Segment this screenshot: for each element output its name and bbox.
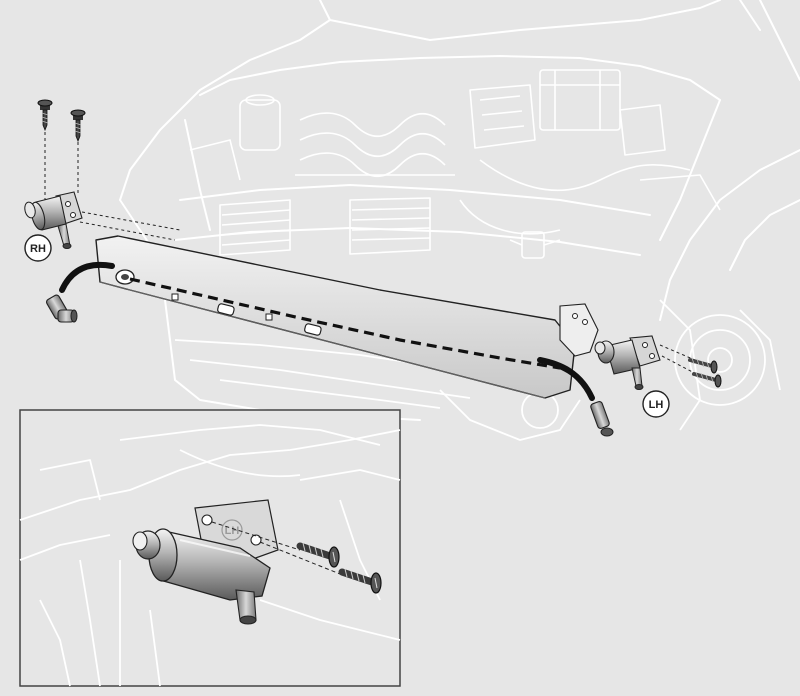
inset-lh-marking: LH bbox=[225, 525, 240, 537]
washer-jet-icon bbox=[132, 528, 271, 625]
screw-guide-lines bbox=[211, 521, 341, 575]
callout-rh-label: RH bbox=[30, 243, 46, 255]
callout-lh: LH bbox=[642, 390, 670, 418]
screw-icon bbox=[70, 109, 86, 143]
screw-icon bbox=[37, 99, 53, 132]
hose-icon bbox=[59, 261, 595, 401]
hose-route-dashed bbox=[129, 277, 561, 370]
callout-rh: RH bbox=[24, 234, 52, 262]
car-front-outline bbox=[119, 0, 800, 421]
screw-guide-lines bbox=[659, 344, 701, 377]
washer-jet-icon bbox=[24, 191, 83, 249]
engine-bay-detail bbox=[189, 69, 721, 259]
screw-icon bbox=[688, 357, 718, 374]
bumper-carrier-beam bbox=[95, 235, 576, 399]
hose-connector-icon bbox=[45, 294, 78, 323]
screw-icon bbox=[692, 371, 722, 388]
screw-icon bbox=[296, 542, 340, 568]
lh-mounting-bracket bbox=[559, 303, 599, 357]
screw-icon bbox=[338, 568, 382, 594]
hose-connector-icon bbox=[590, 401, 614, 437]
washer-jet-icon bbox=[594, 335, 661, 390]
callout-lh-label: LH bbox=[649, 399, 664, 411]
screw-guide-lines bbox=[44, 132, 181, 241]
detail-inset-panel: LH bbox=[19, 409, 401, 687]
